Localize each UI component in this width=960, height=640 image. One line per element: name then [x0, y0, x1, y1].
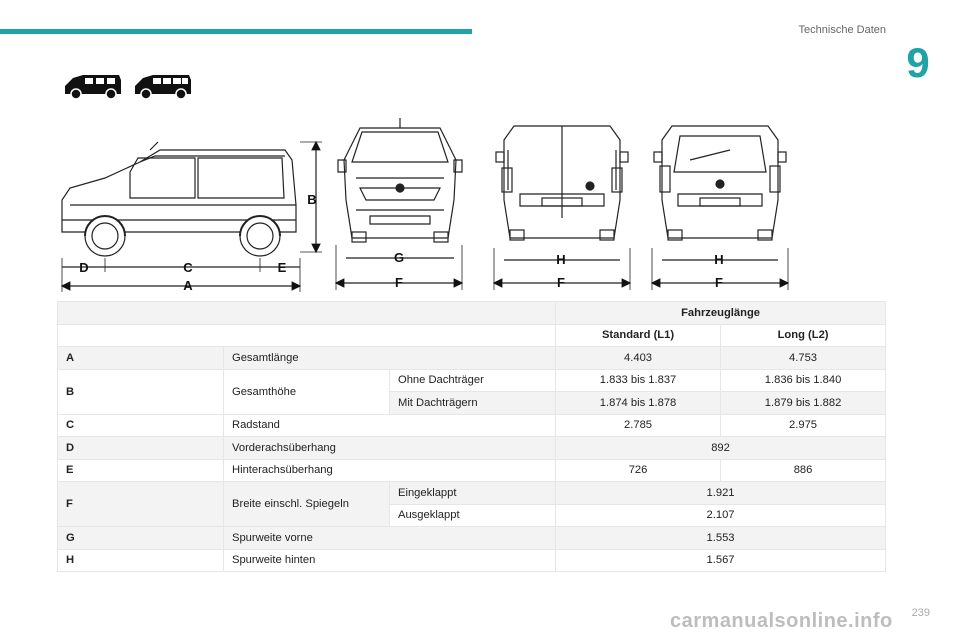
watermark: carmanualsonline.info — [670, 610, 893, 632]
row-label: Gesamtlänge — [222, 346, 557, 370]
table-row: E Hinterachsüberhang 726 886 — [57, 458, 887, 482]
value-l1: 1.833 bis 1.837 — [555, 368, 722, 392]
table-row: G Spurweite vorne 1.553 — [57, 526, 887, 550]
dim-label-c: C — [183, 260, 193, 275]
row-sublabel: Mit Dachträgern — [388, 391, 557, 415]
value-l2: 2.975 — [720, 413, 887, 437]
value-l2: 4.753 — [720, 346, 887, 370]
row-label: Gesamthöhe — [223, 368, 390, 415]
value-l2: 1.879 bis 1.882 — [720, 391, 887, 415]
row-sublabel: Ausgeklappt — [388, 503, 557, 527]
row-label: Breite einschl. Spiegeln — [223, 481, 390, 527]
table-row: H Spurweite hinten 1.567 — [57, 548, 887, 572]
dim-label-b: B — [307, 192, 316, 207]
vehicle-long-icon — [135, 75, 191, 100]
row-code: C — [57, 413, 224, 437]
value-both: 1.921 — [555, 481, 887, 505]
row-label: Hinterachsüberhang — [222, 458, 557, 482]
row-label: Radstand — [222, 413, 557, 437]
row-code: F — [57, 481, 224, 527]
table-row: A Gesamtlänge 4.403 4.753 — [57, 346, 887, 370]
dim-label-h-passenger: H — [714, 252, 723, 267]
table-row: C Radstand 2.785 2.975 — [57, 413, 887, 437]
row-label: Vorderachsüberhang — [222, 436, 557, 460]
dim-label-f-passenger: F — [715, 275, 723, 290]
vehicle-short-icon — [65, 75, 121, 100]
value-both: 1.553 — [555, 526, 887, 550]
dim-label-h-van: H — [556, 252, 565, 267]
vehicle-dimension-drawings: D C E A B G F H F H F — [60, 118, 790, 293]
value-both: 2.107 — [555, 503, 887, 527]
value-l2: 886 — [720, 458, 887, 482]
row-label: Spurweite vorne — [222, 526, 557, 550]
value-l1: 2.785 — [555, 413, 722, 437]
value-l1: 4.403 — [555, 346, 722, 370]
front-view-drawing — [337, 118, 463, 243]
table-row: D Vorderachsüberhang 892 — [57, 436, 887, 460]
row-code: G — [57, 526, 224, 550]
value-both: 1.567 — [555, 548, 887, 572]
chapter-number: 9 — [906, 39, 930, 86]
table-row: Ausgeklappt 2.107 — [58, 503, 887, 527]
row-code: H — [57, 548, 224, 572]
rear-view-drawing-passenger — [653, 125, 787, 241]
row-code: B — [57, 368, 224, 415]
dim-label-d: D — [79, 260, 88, 275]
dim-label-a: A — [183, 278, 193, 293]
dim-label-e: E — [278, 260, 287, 275]
value-l1: 726 — [555, 458, 722, 482]
row-label: Spurweite hinten — [222, 548, 557, 572]
dim-label-g: G — [394, 250, 404, 265]
table-header-row: Fahrzeuglänge — [56, 301, 887, 325]
row-code: A — [57, 346, 224, 370]
row-sublabel: Eingeklappt — [388, 481, 557, 505]
group-header: Fahrzeuglänge — [555, 301, 887, 325]
dim-label-f-front: F — [395, 275, 403, 290]
value-both: 892 — [555, 436, 887, 460]
col-header-l1: Standard (L1) — [555, 323, 722, 347]
dimensions-table: Fahrzeuglänge Standard (L1) Long (L2) A … — [56, 301, 887, 572]
table-subheader-row: Standard (L1) Long (L2) — [56, 323, 887, 347]
col-header-l2: Long (L2) — [720, 323, 887, 347]
rear-view-drawing-van — [495, 125, 629, 241]
section-title: Technische Daten — [798, 24, 886, 36]
table-row: B Gesamthöhe Ohne Dachträger 1.833 bis 1… — [57, 368, 887, 415]
page-number: 239 — [911, 607, 930, 619]
value-l2: 1.836 bis 1.840 — [720, 368, 887, 392]
value-l1: 1.874 bis 1.878 — [555, 391, 722, 415]
header-accent-bar — [0, 29, 472, 34]
side-view-drawing — [61, 141, 297, 257]
table-row: F Breite einschl. Spiegeln Eingeklappt 1… — [57, 481, 887, 527]
row-sublabel: Ohne Dachträger — [388, 368, 557, 392]
row-code: E — [57, 458, 224, 482]
dim-label-f-van: F — [557, 275, 565, 290]
table-row: Mit Dachträgern 1.874 bis 1.878 1.879 bi… — [58, 391, 887, 415]
row-code: D — [57, 436, 224, 460]
